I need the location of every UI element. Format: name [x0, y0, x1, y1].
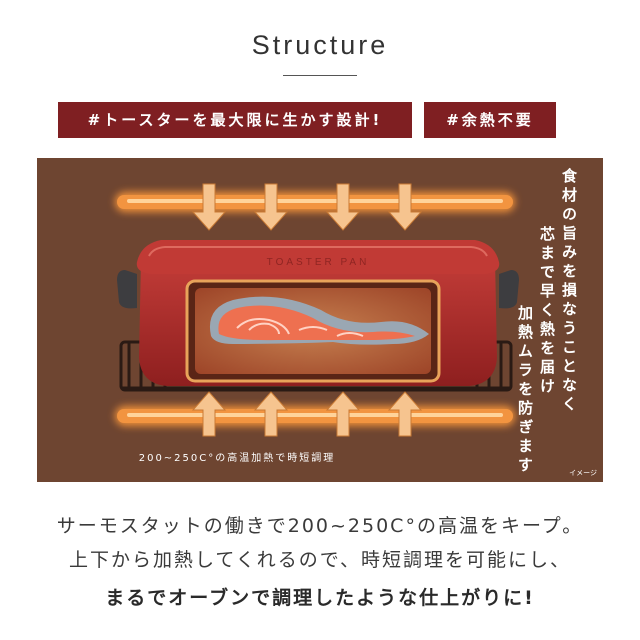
- heat-arrow-down-icon: [387, 183, 423, 231]
- description-line-3: まるでオーブンで調理したような仕上がりに!: [105, 587, 535, 609]
- heat-arrow-down-icon: [191, 183, 227, 231]
- structure-illustration: TOASTER PAN 2: [37, 158, 603, 482]
- vertical-text-line-2: 芯まで早く熱を届け: [538, 226, 556, 397]
- heat-arrow-up-icon: [325, 391, 361, 437]
- page-title: Structure: [251, 30, 389, 60]
- heat-arrows-top: [191, 183, 423, 231]
- bottom-heater: [115, 406, 515, 426]
- title-underline: [283, 75, 357, 76]
- heat-arrow-up-icon: [253, 391, 289, 437]
- heat-arrow-down-icon: [253, 183, 289, 231]
- heat-arrows-bottom: [191, 391, 423, 437]
- vertical-text-line-3: 加熱ムラを防ぎます: [516, 305, 534, 476]
- description-line-1: サーモスタットの働きで200~250C°の高温をキープ。: [56, 515, 584, 537]
- salmon-fillet: [209, 296, 429, 345]
- pan-lid-label: TOASTER PAN: [267, 257, 370, 268]
- vertical-text-line-1: 食材の旨みを損なうことなく: [560, 168, 578, 415]
- heat-arrow-up-icon: [387, 391, 423, 437]
- heat-arrow-down-icon: [325, 183, 361, 231]
- hashtag-label-no-preheat: #余熱不要: [424, 102, 556, 138]
- top-heater: [115, 192, 515, 212]
- illustration-svg: TOASTER PAN: [115, 183, 519, 437]
- hashtag-label-design: #トースターを最大限に生かす設計!: [58, 102, 412, 138]
- heat-arrow-up-icon: [191, 391, 227, 437]
- temperature-caption: 200~250C°の高温加熱で時短調理: [138, 453, 336, 464]
- image-note: イメージ: [569, 469, 597, 477]
- description-line-2: 上下から加熱してくれるので、時短調理を可能にし、: [68, 549, 572, 571]
